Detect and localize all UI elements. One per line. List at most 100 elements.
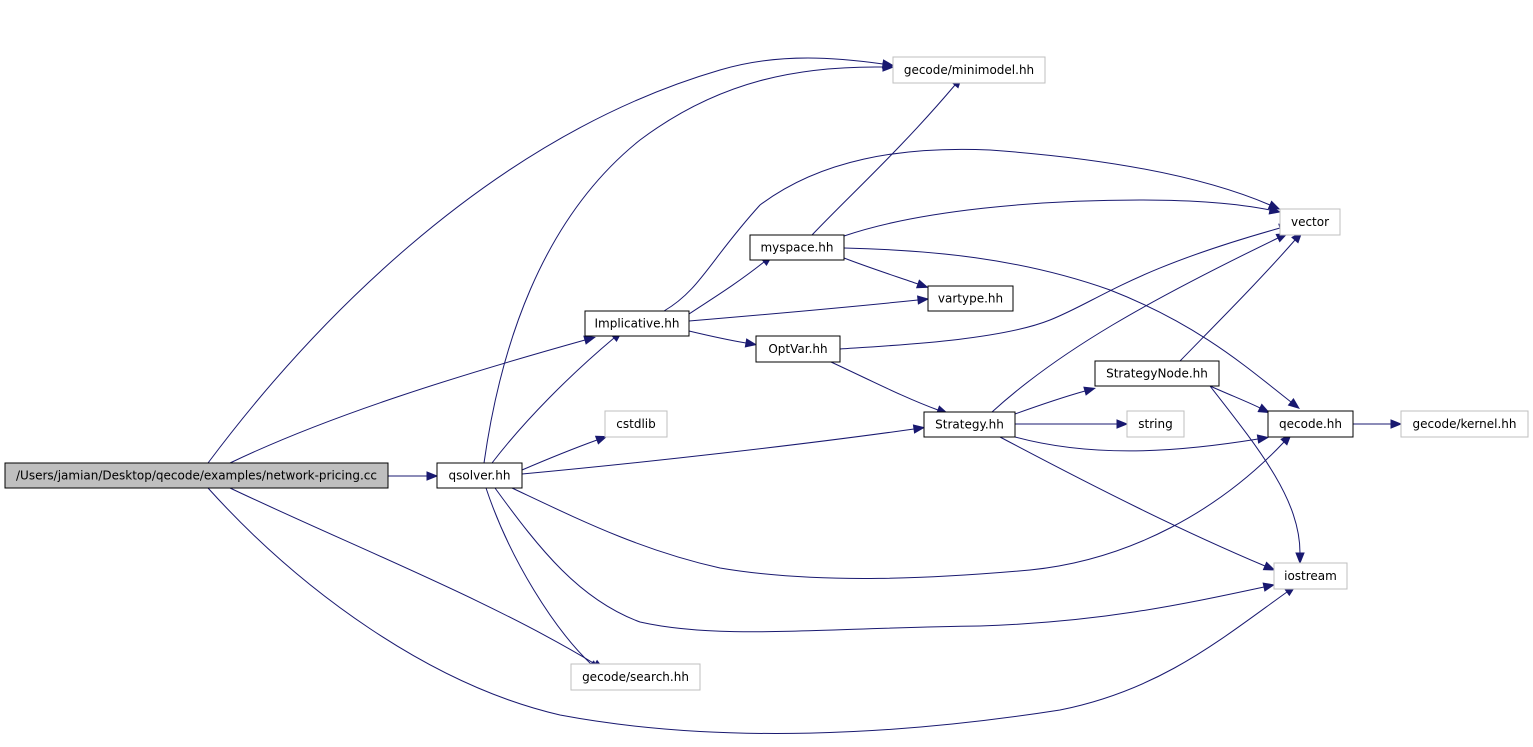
node-vector[interactable]: vector <box>1279 208 1341 236</box>
edge-strategy-to-strategynode <box>1014 386 1096 415</box>
arrowhead <box>744 338 758 348</box>
svg-text:qsolver.hh: qsolver.hh <box>449 469 511 483</box>
edge-line <box>843 199 1271 237</box>
edge-strategynode-to-qecode <box>1209 385 1271 414</box>
edge-optvar-to-strategy <box>830 361 949 415</box>
arrowhead <box>912 424 926 434</box>
nodes-layer: /Users/jamian/Desktop/qecode/examples/ne… <box>4 56 1529 691</box>
edge-line <box>991 237 1279 413</box>
arrowhead <box>1268 205 1282 215</box>
edge-line <box>843 247 1292 403</box>
svg-text:StrategyNode.hh: StrategyNode.hh <box>1106 367 1208 381</box>
arrowhead <box>1295 552 1305 565</box>
svg-text:Implicative.hh: Implicative.hh <box>594 317 679 331</box>
edge-implicative-to-optvar <box>688 330 758 348</box>
edge-qsolver-to-minimodel <box>483 62 895 464</box>
edge-qsolver-to-cstdlib <box>521 435 608 471</box>
edge-line <box>229 339 586 464</box>
edges-layer <box>207 57 1403 735</box>
edge-line <box>688 330 747 344</box>
edge-line <box>811 84 956 236</box>
edge-strategynode-to-iostream <box>1209 385 1305 565</box>
arrowhead <box>917 295 930 305</box>
arrowhead <box>1116 419 1129 429</box>
arrowhead <box>1262 561 1276 571</box>
edge-strategy-to-vector <box>991 233 1289 413</box>
edge-implicative-to-vartype <box>688 295 930 322</box>
edge-line <box>1014 390 1086 415</box>
node-qecode[interactable]: qecode.hh <box>1267 410 1354 438</box>
node-string[interactable]: string <box>1126 410 1185 438</box>
edge-myspace-to-qecode <box>843 247 1300 409</box>
edge-line <box>688 299 919 322</box>
edge-line <box>485 487 592 665</box>
edge-root-to-iostream <box>207 487 1297 735</box>
edge-line <box>839 227 1281 350</box>
arrowhead <box>1257 403 1271 414</box>
edge-line <box>494 487 1265 633</box>
node-optvar[interactable]: OptVar.hh <box>755 335 841 363</box>
node-gecode-search[interactable]: gecode/search.hh <box>570 663 701 691</box>
edge-qsolver-to-iostream <box>494 487 1276 633</box>
svg-text:iostream: iostream <box>1284 569 1337 583</box>
edge-line <box>1209 385 1301 554</box>
node-strategy[interactable]: Strategy.hh <box>923 411 1016 438</box>
edge-qsolver-to-search <box>485 487 600 672</box>
arrowhead <box>915 279 929 289</box>
edge-qsolver-to-implicative <box>491 330 623 464</box>
arrowhead <box>426 471 439 481</box>
arrowhead <box>583 335 596 345</box>
edge-line <box>511 441 1285 579</box>
edge-line <box>229 487 596 665</box>
edge-line <box>1014 436 1259 452</box>
svg-text:qecode.hh: qecode.hh <box>1279 417 1342 431</box>
edge-strategynode-to-vector <box>1179 231 1303 362</box>
edge-line <box>688 261 765 315</box>
edge-strategy-to-string <box>1015 419 1129 429</box>
arrowhead <box>1262 582 1276 592</box>
node-cstdlib[interactable]: cstdlib <box>604 410 668 438</box>
edge-root-to-search <box>229 487 605 670</box>
node-root-file[interactable]: /Users/jamian/Desktop/qecode/examples/ne… <box>4 462 389 489</box>
node-vartype[interactable]: vartype.hh <box>927 285 1014 312</box>
arrowhead <box>594 435 608 445</box>
node-qsolver[interactable]: qsolver.hh <box>436 462 523 489</box>
svg-text:gecode/kernel.hh: gecode/kernel.hh <box>1413 417 1517 431</box>
svg-text:/Users/jamian/Desktop/qecode/e: /Users/jamian/Desktop/qecode/examples/ne… <box>16 469 377 483</box>
svg-text:vector: vector <box>1291 215 1329 229</box>
svg-text:myspace.hh: myspace.hh <box>760 241 833 255</box>
edge-optvar-to-vector <box>839 223 1291 350</box>
edge-strategy-to-iostream <box>999 436 1276 571</box>
edge-line <box>1179 239 1296 362</box>
svg-text:OptVar.hh: OptVar.hh <box>768 342 827 356</box>
node-myspace[interactable]: myspace.hh <box>749 234 845 261</box>
arrowhead <box>1287 397 1300 409</box>
svg-text:Strategy.hh: Strategy.hh <box>935 418 1004 432</box>
edge-line <box>663 148 1271 312</box>
node-strategynode[interactable]: StrategyNode.hh <box>1094 360 1220 387</box>
edge-line <box>207 487 1288 735</box>
node-gecode-minimodel[interactable]: gecode/minimodel.hh <box>892 56 1046 84</box>
svg-text:string: string <box>1138 417 1172 431</box>
arrowhead <box>1390 419 1403 429</box>
edge-myspace-to-vector <box>843 199 1282 237</box>
edge-strategy-to-qecode <box>1014 434 1270 452</box>
node-iostream[interactable]: iostream <box>1273 562 1348 590</box>
node-implicative[interactable]: Implicative.hh <box>584 310 690 337</box>
node-gecode-kernel[interactable]: gecode/kernel.hh <box>1400 410 1529 438</box>
edge-line <box>483 66 884 464</box>
edge-qsolver-to-strategy <box>521 424 926 475</box>
edge-myspace-to-vartype <box>843 257 929 289</box>
edge-line <box>830 361 939 411</box>
svg-text:cstdlib: cstdlib <box>616 417 655 431</box>
edge-line <box>521 439 598 471</box>
svg-text:vartype.hh: vartype.hh <box>938 292 1003 306</box>
edge-root-to-qsolver <box>388 471 439 481</box>
edge-qecode-to-kernel <box>1353 419 1403 429</box>
edge-root-to-implicative <box>229 335 596 464</box>
svg-text:gecode/minimodel.hh: gecode/minimodel.hh <box>904 63 1034 77</box>
edge-line <box>491 337 615 464</box>
edge-line <box>521 428 915 475</box>
arrowhead <box>882 62 895 72</box>
